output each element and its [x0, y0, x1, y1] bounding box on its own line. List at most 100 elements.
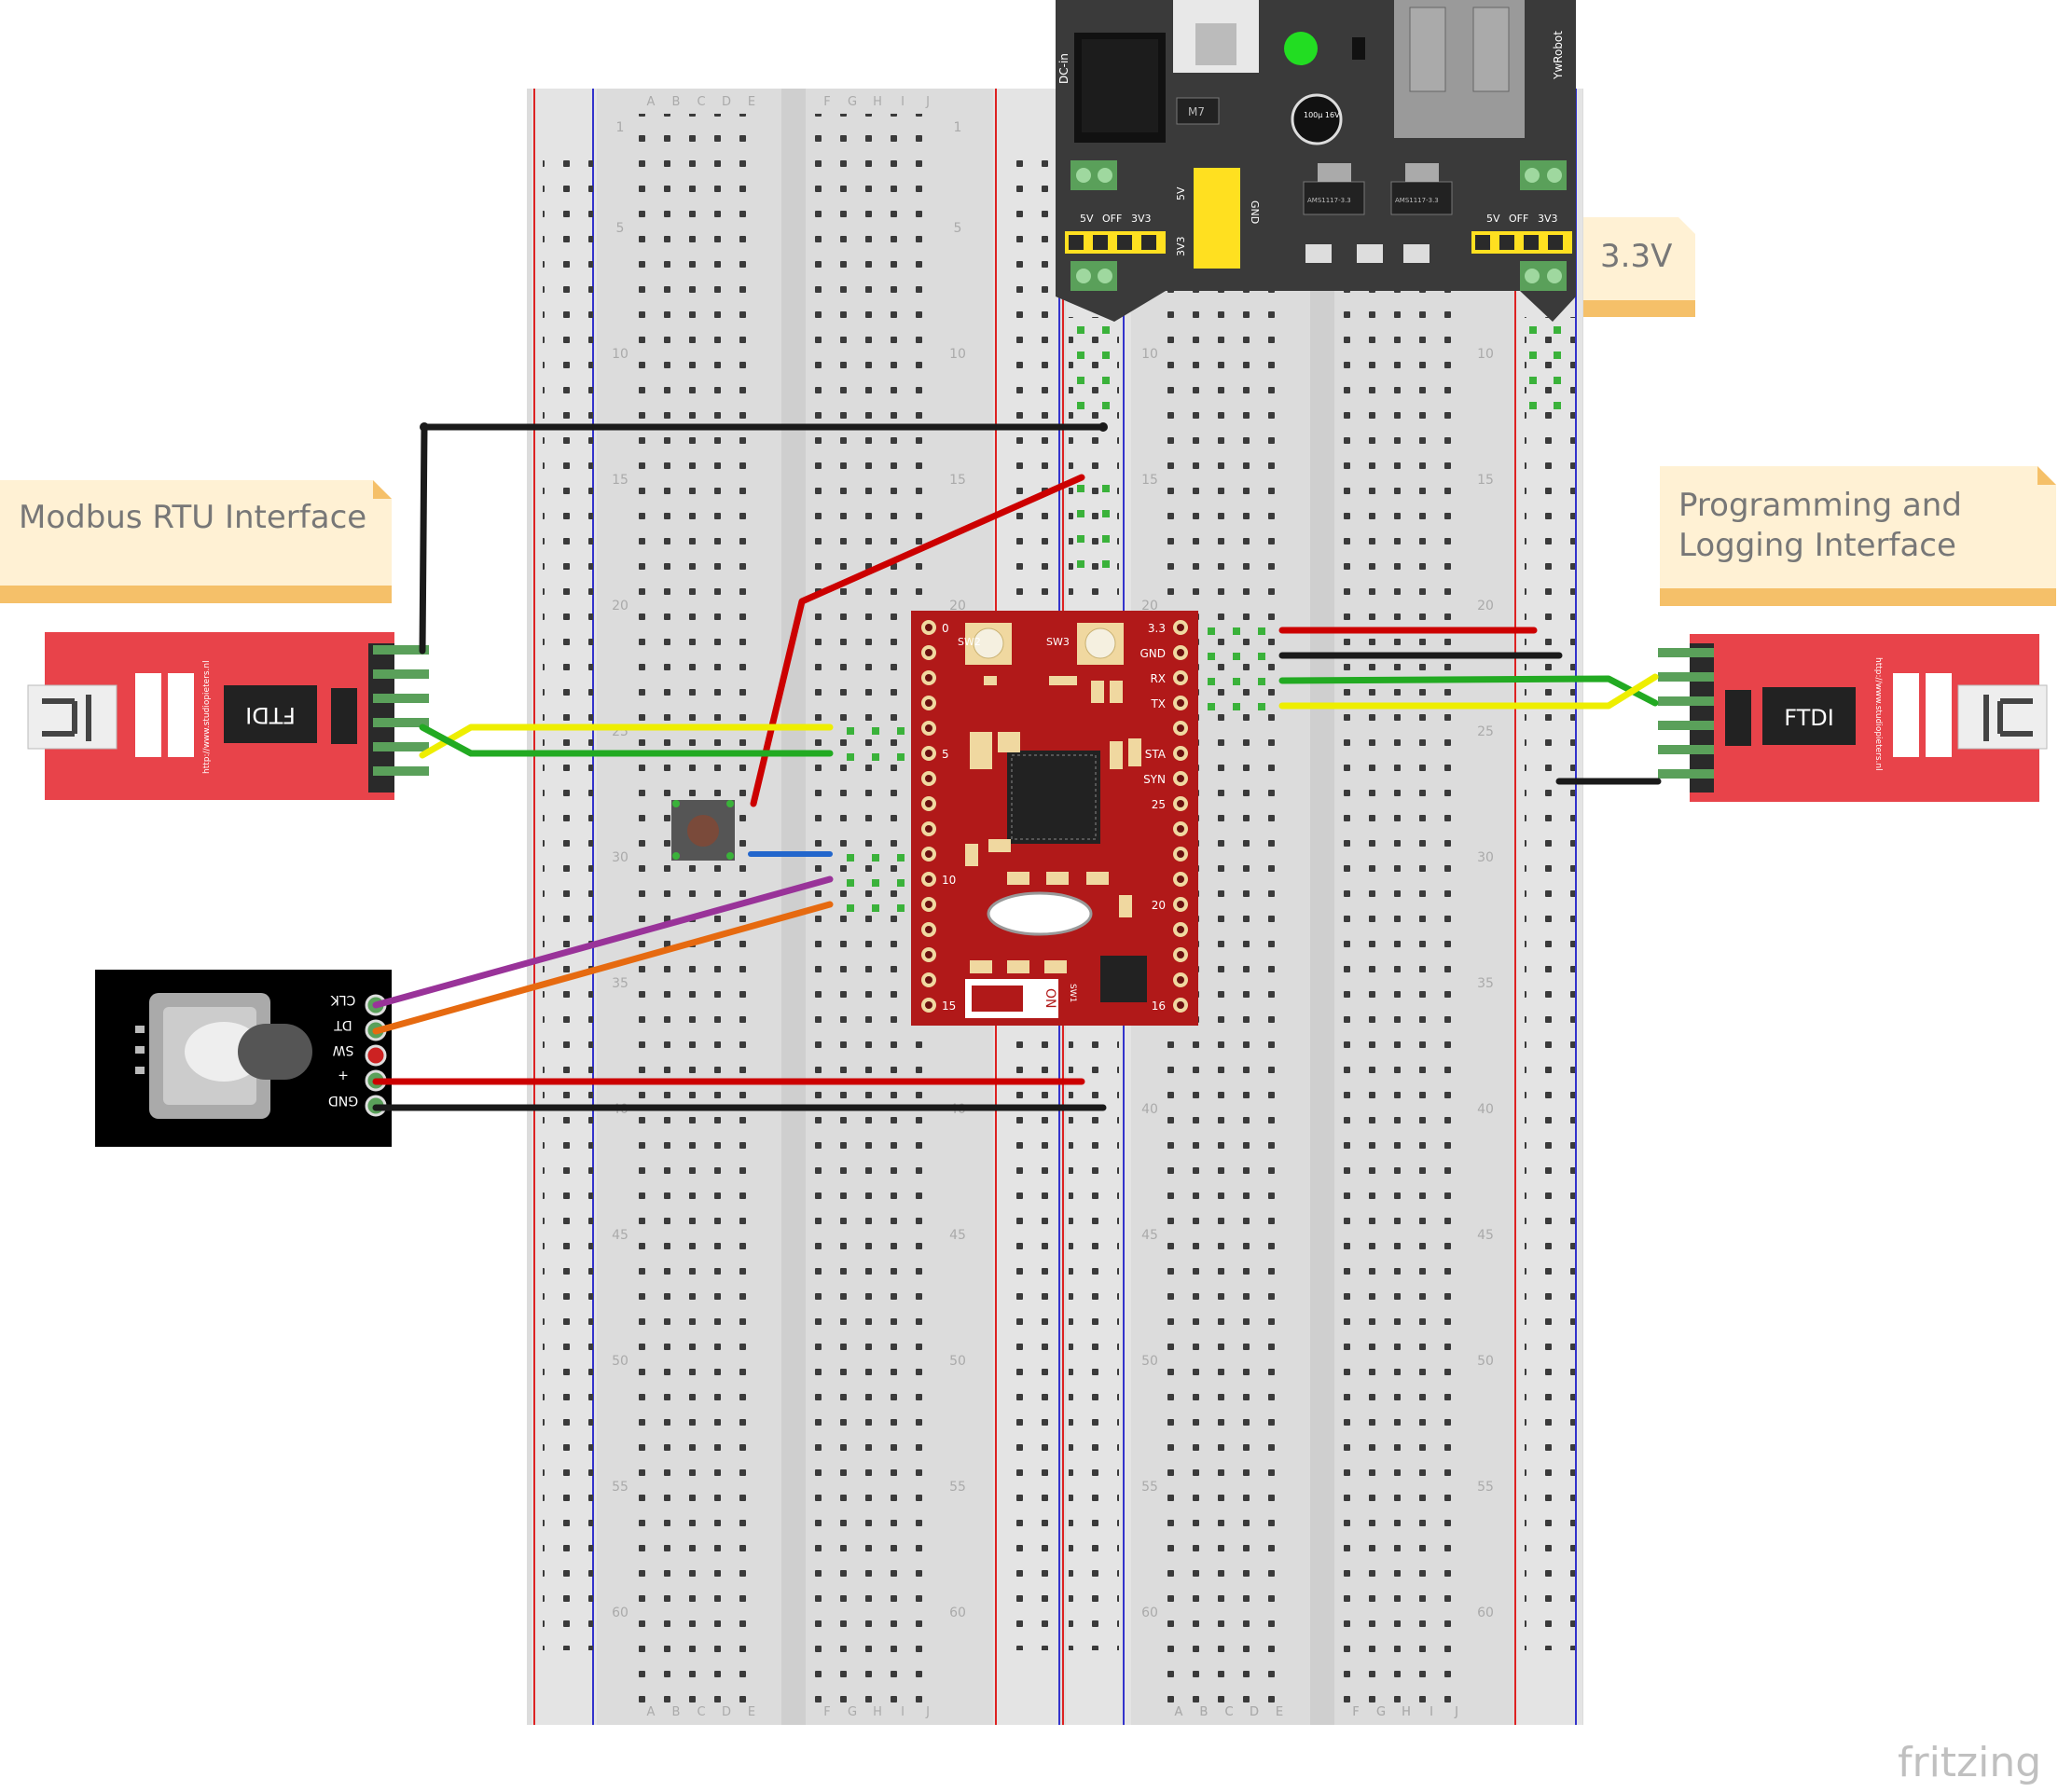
ftdi-left-url: http://www.studiopieters.nl: [202, 660, 212, 774]
mcu-left-pin-hole: [925, 875, 932, 883]
bb1-row-label-35-0: 35: [612, 976, 628, 991]
bb1-row-label-20-1: 20: [949, 599, 966, 613]
mcu-left-pin-hole: [925, 724, 932, 732]
bb2-col-label-h-0: H: [1402, 1705, 1411, 1719]
dc-in-label: DC-in: [1057, 53, 1070, 84]
brand-label: YwRobot: [1552, 31, 1565, 80]
bb2-col-label-d-0: D: [1250, 1705, 1259, 1719]
mcu-left-pin-hole: [925, 649, 932, 656]
bb1-col-label-h-0: H: [873, 95, 882, 109]
wire-yellow-prog: [1278, 673, 1659, 710]
mcu-left-pin-label-5: 5: [942, 748, 949, 761]
mcu-left-pin-hole: [925, 901, 932, 908]
mcu-left-pin-hole: [925, 951, 932, 958]
mcu-right-pin-hole: [1177, 674, 1184, 682]
push-button[interactable]: [671, 800, 735, 861]
mcu-right-pin-label-rx: RX: [1150, 672, 1166, 685]
railSelLeft-pin: [1069, 235, 1084, 250]
mcu-right-pin-label-33: 3.3: [1148, 622, 1166, 635]
ftdi-left[interactable]: FTDI http://www.studiopieters.nl: [27, 632, 429, 800]
bb1-col-label-b-1: B: [672, 1705, 681, 1719]
mcu-right-pin-label-gnd: GND: [1139, 647, 1166, 660]
ftdi-left-chip: [224, 685, 317, 743]
encoder-knob[interactable]: [238, 1024, 312, 1080]
note-modbus[interactable]: Modbus RTU Interface: [0, 480, 392, 603]
bb1-col-label-a-1: A: [647, 1705, 656, 1719]
rail-selector-left[interactable]: [1065, 231, 1166, 254]
left-rail-holes: [543, 159, 593, 1650]
mcu-right-pin-hole: [1177, 951, 1184, 958]
rail-label-5v-right: 5V: [1486, 213, 1500, 225]
bb1-row-label-1-0: 1: [616, 120, 625, 135]
bb1-row-label-45-1: 45: [949, 1228, 966, 1243]
mcu-right-pin-label-25: 25: [1152, 798, 1166, 811]
railSelLeft-pin: [1117, 235, 1132, 250]
mcu-right-pin-hole: [1177, 850, 1184, 858]
bb1-row-label-10-1: 10: [949, 347, 966, 362]
bb2-row-label-20-1: 20: [1477, 599, 1494, 613]
regulator-1: [1303, 181, 1365, 215]
bb1-row-label-55-0: 55: [612, 1480, 628, 1495]
bb2-col-label-c-0: C: [1224, 1705, 1233, 1719]
note-programming-line1: Programming and: [1678, 487, 1962, 524]
bb1-row-label-55-1: 55: [949, 1480, 966, 1495]
bb2-row-label-10-1: 10: [1477, 347, 1494, 362]
rail-label-3v3-right: 3V3: [1538, 213, 1558, 225]
right-terminal-holes-f-j: [1343, 289, 1469, 1706]
dip-on-label: ON: [1043, 988, 1057, 1009]
mcu-left-pin-hole: [925, 926, 932, 933]
bb2-col-label-e-1: E: [1276, 1705, 1283, 1719]
bb1-col-label-d-0: D: [722, 95, 731, 109]
bb2-row-label-40-0: 40: [1141, 1102, 1158, 1117]
side-gnd-label: GND: [1249, 200, 1261, 224]
capacitor: [1291, 93, 1343, 145]
mcu-right-pin-label-20: 20: [1152, 899, 1166, 912]
bb2-col-label-c-1: C: [1224, 1705, 1233, 1719]
mcu-right-pin-label-16: 16: [1152, 999, 1166, 1013]
mcu-left-pin-hole: [925, 750, 932, 757]
encoder-pin-label-1: DT: [334, 1017, 352, 1032]
dip-name-label: SW1: [1068, 984, 1077, 1002]
mcu-right-pin-hole: [1177, 825, 1184, 833]
bb1-col-label-c-0: C: [697, 95, 705, 109]
connected-holes: [847, 326, 1561, 912]
bb1-col-label-e-1: E: [748, 1705, 755, 1719]
bb2-row-label-50-0: 50: [1141, 1354, 1158, 1369]
mcu-left-pin-label-0: 0: [942, 622, 949, 635]
crystal: [987, 891, 1093, 936]
rail-selector-right[interactable]: [1471, 231, 1572, 254]
railSelLeft-pin: [1141, 235, 1156, 250]
mcu-left-pin-hole: [925, 699, 932, 707]
voltage-jumper-block[interactable]: [1194, 168, 1240, 269]
bb2-col-label-g-1: G: [1376, 1705, 1386, 1719]
bb1-col-label-f-1: F: [823, 1705, 830, 1719]
bb2-col-label-g-0: G: [1376, 1705, 1386, 1719]
encoder-pin-label-3: +: [338, 1068, 349, 1082]
right-rail-holes-2: [1525, 317, 1575, 1650]
bb2-col-label-b-1: B: [1200, 1705, 1209, 1719]
ftdi-right[interactable]: FTDI http://www.studiopieters.nl: [1658, 634, 2048, 802]
note-programming[interactable]: Programming and Logging Interface: [1660, 466, 2056, 606]
railSelRight-pin: [1548, 235, 1563, 250]
power-module[interactable]: DC-in M7 100µ 16V YwRobot 5V OFF 3V3 5V: [1056, 0, 1576, 322]
bb2-col-label-j-0: J: [1454, 1705, 1458, 1719]
bb2-col-label-d-1: D: [1250, 1705, 1259, 1719]
mcu-right-pin-hole: [1177, 699, 1184, 707]
fritzing-watermark: fritzing: [1898, 1739, 2041, 1786]
mcu-right-pin-hole: [1177, 800, 1184, 807]
note-programming-line2: Logging Interface: [1678, 527, 1956, 564]
note-voltage[interactable]: 3.3V: [1583, 217, 1695, 317]
bb1-row-label-15-0: 15: [612, 473, 628, 488]
bb2-col-label-a-0: A: [1175, 1705, 1183, 1719]
bb1-col-label-j-0: J: [925, 95, 930, 109]
wire-green-left: [419, 724, 834, 757]
bb2-col-label-f-0: F: [1352, 1705, 1359, 1719]
bb2-row-label-55-1: 55: [1477, 1480, 1494, 1495]
mcu-left-pin-hole: [925, 775, 932, 782]
bb1-col-label-f-0: F: [823, 95, 830, 109]
bb1-row-label-5-0: 5: [616, 221, 625, 236]
bb2-row-label-50-1: 50: [1477, 1354, 1494, 1369]
